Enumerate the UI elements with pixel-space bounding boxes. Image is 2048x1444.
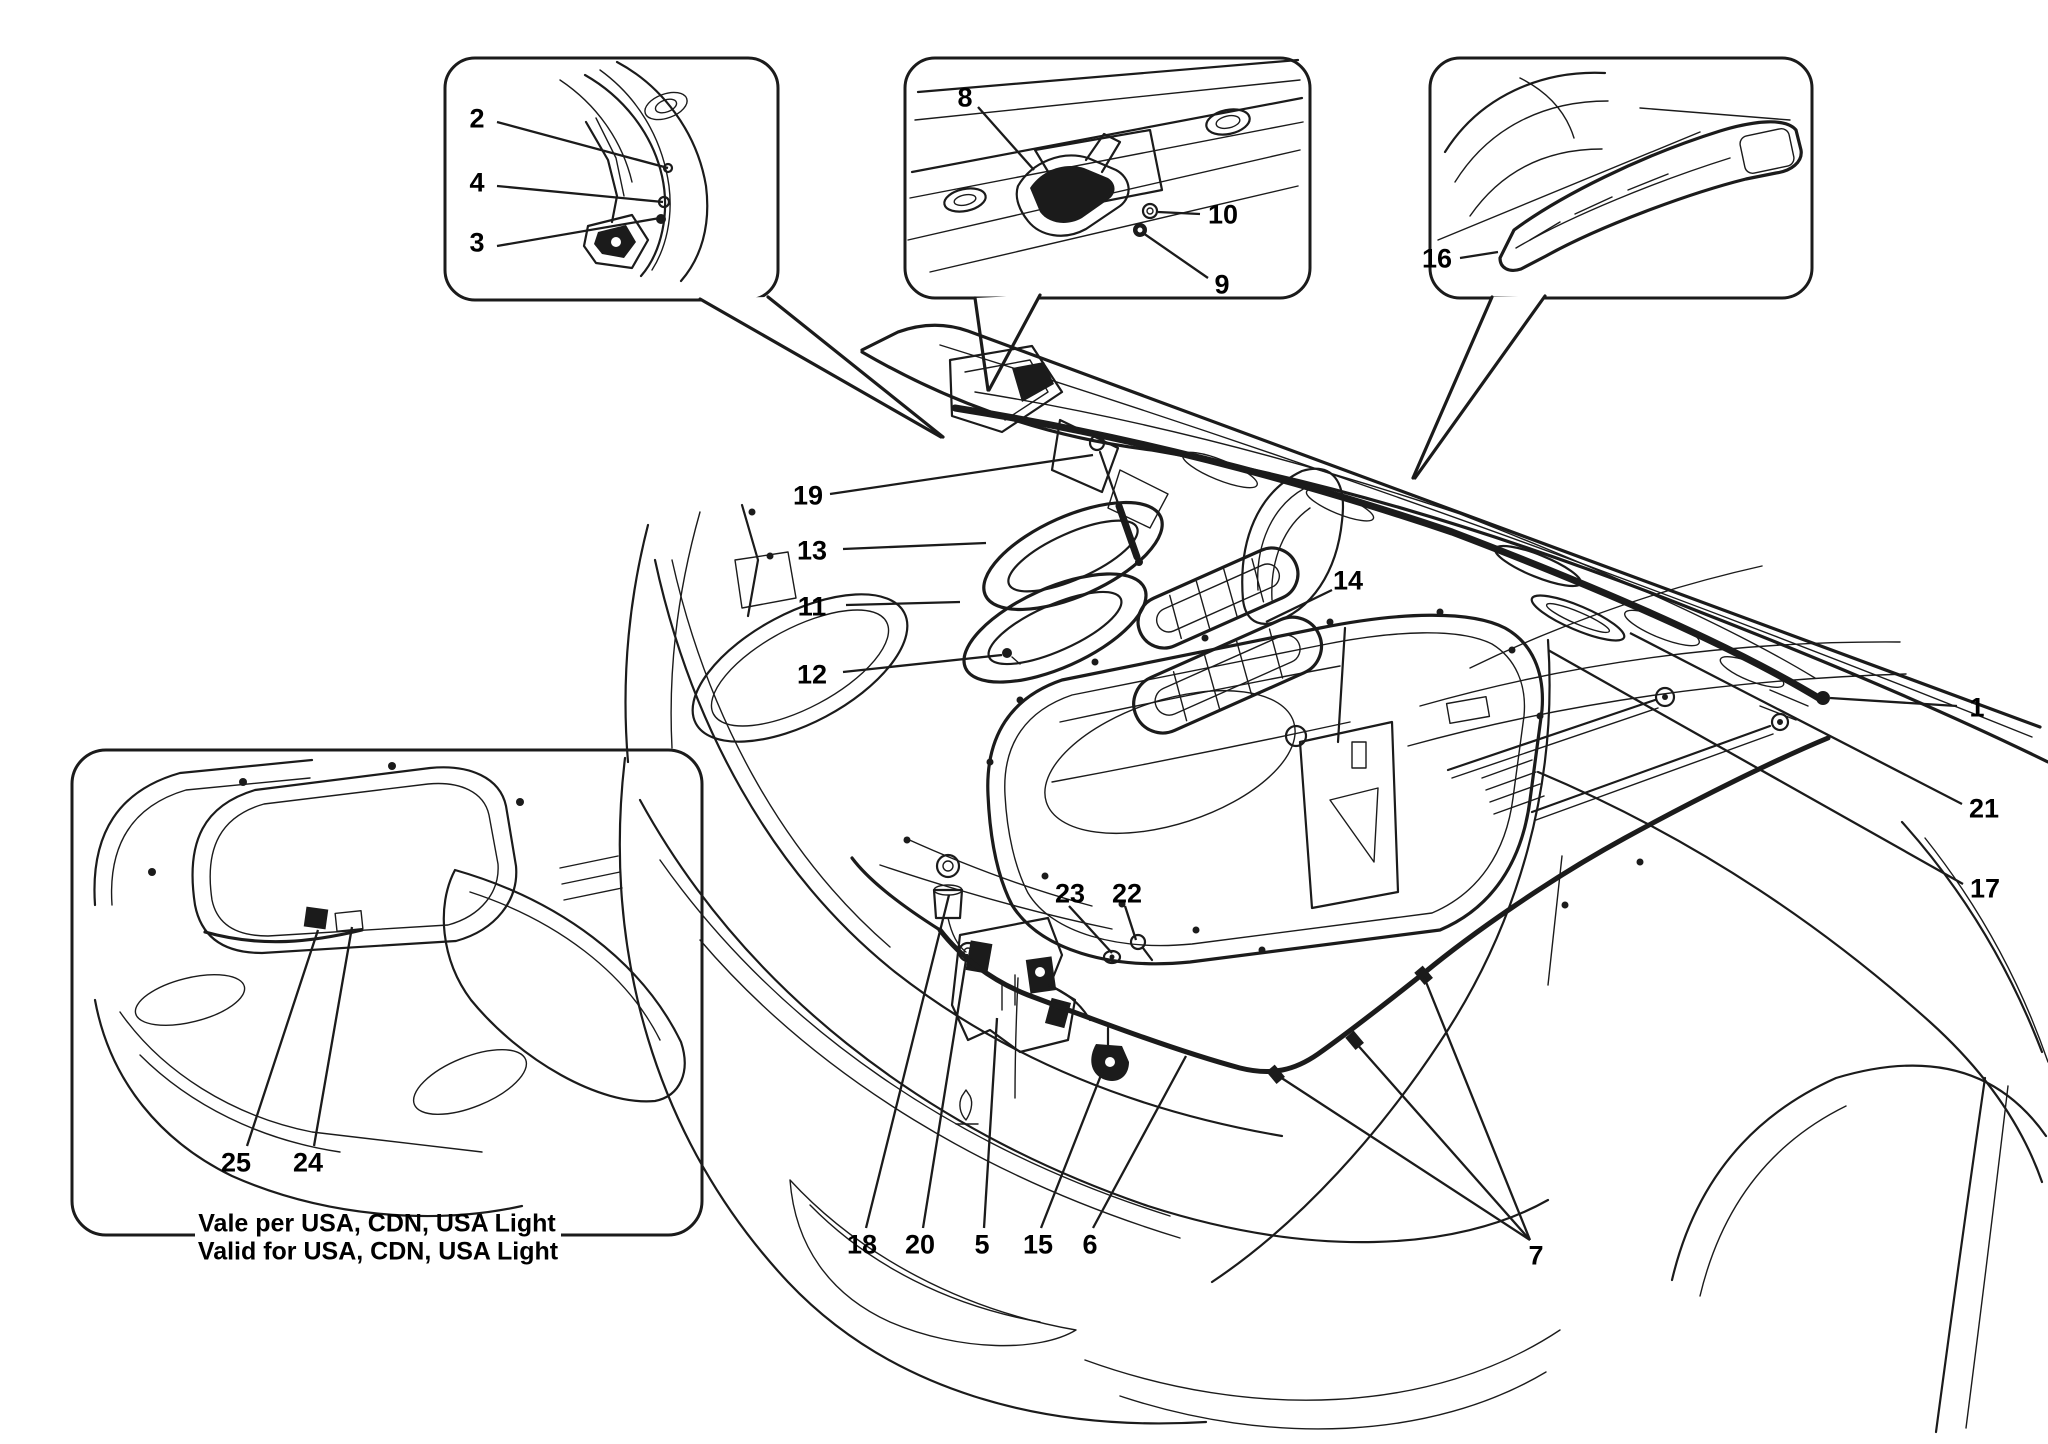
callout-17: 17: [1969, 873, 2001, 904]
cowl-pad-and-seal: [1469, 565, 1763, 669]
right-fender: [1536, 770, 2048, 1434]
callout-25: 25: [220, 1147, 252, 1178]
front-bay-edges: [653, 558, 1551, 1284]
callout-14: 14: [1332, 565, 1364, 596]
gas-strut: [1088, 434, 1143, 566]
front-lid-panel: [860, 323, 2048, 764]
inset-usa-variant: [70, 748, 704, 1252]
cowl-and-wipers: [1407, 641, 2048, 1063]
release-cable: [850, 735, 1831, 1084]
callout-18: 18: [846, 1229, 878, 1260]
inset-cowl-trim-detail: [1411, 56, 1814, 480]
hood-vents: [1132, 546, 1324, 735]
callout-19: 19: [792, 480, 824, 511]
callout-6: 6: [1082, 1229, 1098, 1260]
left-fender: [624, 503, 909, 764]
callout-5: 5: [974, 1229, 990, 1260]
callout-4: 4: [469, 167, 485, 198]
callout-7: 7: [1528, 1240, 1544, 1271]
callout-2: 2: [469, 103, 485, 134]
callout-12: 12: [796, 659, 828, 690]
callout-22: 22: [1111, 878, 1143, 909]
headlamp-unit: [1241, 467, 1345, 625]
front-bumper: [618, 756, 1561, 1430]
callout-leader-lines: [245, 106, 1964, 1241]
callout-15: 15: [1022, 1229, 1054, 1260]
callout-11: 11: [797, 591, 827, 622]
callout-23: 23: [1054, 878, 1086, 909]
callout-13: 13: [796, 535, 828, 566]
vent-gaskets: [962, 500, 1164, 684]
trunk-opening: [986, 613, 1545, 966]
fastener-dots: [903, 608, 1644, 954]
lid-lock-assembly: [950, 916, 1129, 1099]
inset-hinge-detail: [443, 56, 945, 439]
small-fasteners: [1002, 648, 1154, 965]
callout-10: 10: [1207, 199, 1239, 230]
callout-8: 8: [957, 82, 973, 113]
callout-1: 1: [1969, 692, 1985, 723]
callout-21: 21: [1968, 793, 2000, 824]
callout-9: 9: [1214, 269, 1230, 300]
inset-latch-hook-detail: [903, 56, 1312, 392]
callout-3: 3: [469, 227, 485, 258]
callout-20: 20: [904, 1229, 936, 1260]
callout-16: 16: [1421, 243, 1453, 274]
usa-variant-caption-italian: Vale per USA, CDN, USA Light: [198, 1209, 556, 1238]
callout-24: 24: [292, 1147, 324, 1178]
usa-variant-caption-english: Valid for USA, CDN, USA Light: [197, 1237, 559, 1266]
